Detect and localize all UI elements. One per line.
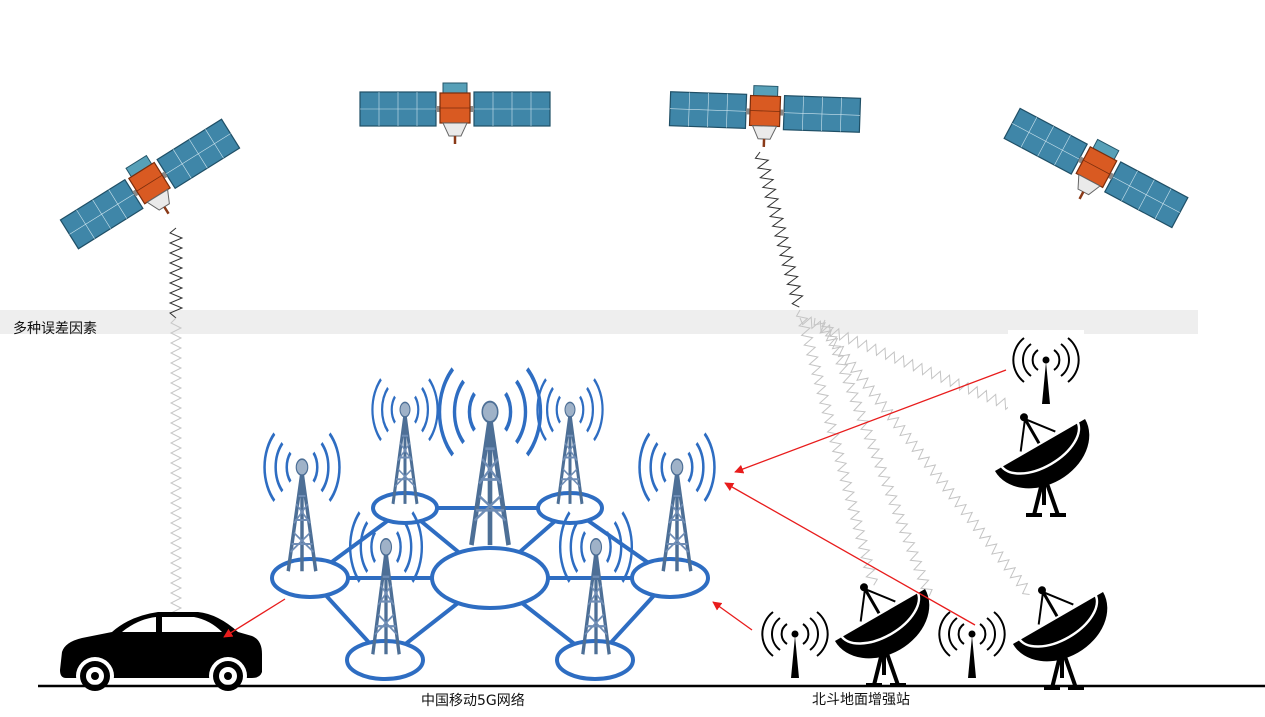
- 5g-network: [265, 369, 715, 681]
- signal-zigzag: [168, 227, 184, 319]
- antenna-icon: [938, 611, 1006, 679]
- satellite-icon: [54, 110, 251, 266]
- signal-lines: [168, 151, 1030, 619]
- satellite-icon: [667, 81, 863, 152]
- correction-arrow: [712, 601, 753, 631]
- cell-tower-icon: [440, 369, 541, 545]
- tower-base-ring: [270, 557, 350, 599]
- error-band: [0, 310, 1198, 334]
- satellite-icon: [994, 99, 1194, 245]
- signal-zigzag-faded: [813, 317, 1030, 595]
- cell-tower-icon: [372, 379, 437, 504]
- cell-tower-icon: [640, 434, 715, 572]
- antenna-icon: [761, 611, 829, 679]
- correction-arrow: [734, 369, 1007, 474]
- signal-zigzag-faded: [821, 319, 933, 597]
- cell-tower-icon: [265, 434, 340, 572]
- tower-base-ring: [630, 557, 710, 599]
- correction-arrow: [724, 482, 976, 626]
- correction-arrows: [223, 369, 1007, 638]
- error-band-label: 多种误差因素: [13, 321, 97, 337]
- tower-base-ring: [430, 546, 550, 610]
- ground-stations: [761, 330, 1126, 690]
- signal-zigzag: [754, 151, 804, 308]
- cell-tower-icon: [537, 379, 602, 504]
- correction-arrow: [223, 598, 286, 638]
- signal-zigzag-faded: [795, 309, 879, 586]
- signal-zigzag-faded: [169, 317, 183, 619]
- satellite-dish-icon: [992, 558, 1126, 690]
- network-caption: 中国移动5G网络: [421, 693, 525, 709]
- car-icon: [60, 612, 262, 695]
- ground-stations-caption: 北斗地面增强站: [812, 692, 910, 708]
- satellite-icon: [358, 81, 552, 146]
- signal-zigzag-faded: [799, 316, 1018, 411]
- satellite-dish-icon: [814, 555, 948, 687]
